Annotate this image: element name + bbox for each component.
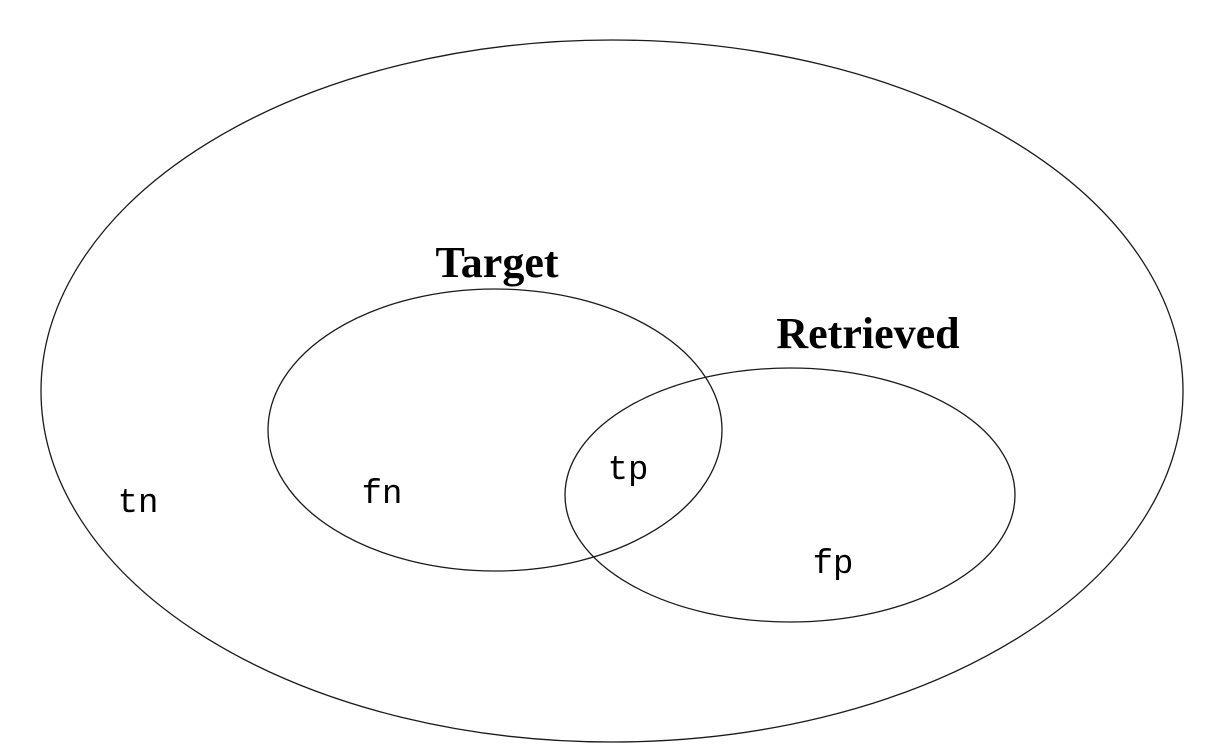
target-ellipse	[267, 288, 723, 572]
retrieved-ellipse	[564, 367, 1016, 623]
false-positive-label: fp	[813, 546, 854, 584]
target-set-title: Target	[435, 238, 558, 287]
retrieved-set-title: Retrieved	[776, 309, 959, 358]
universe-ellipse	[40, 39, 1184, 743]
false-negative-label: fn	[362, 476, 403, 514]
true-negative-label: tn	[118, 485, 159, 523]
true-positive-label: tp	[608, 452, 649, 490]
